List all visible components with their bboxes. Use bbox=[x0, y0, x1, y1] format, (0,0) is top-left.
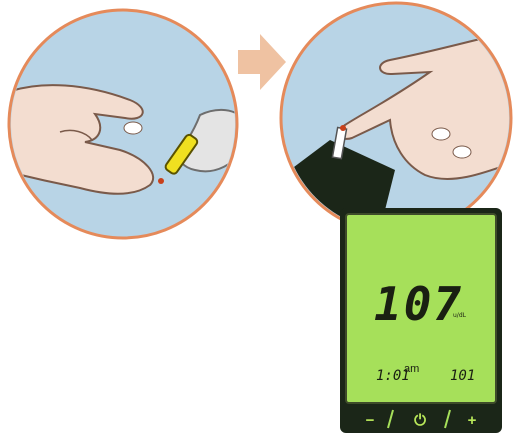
glucose-reading: 107 bbox=[374, 282, 458, 326]
reading-unit: u/dL bbox=[453, 312, 466, 319]
right-step-panel bbox=[281, 3, 520, 235]
plus-button[interactable]: + bbox=[450, 411, 494, 429]
blood-drop bbox=[158, 178, 164, 184]
arrow-right-icon bbox=[238, 34, 286, 90]
ampm-indicator: am bbox=[404, 363, 419, 375]
minus-button[interactable]: − bbox=[348, 411, 392, 429]
power-button[interactable]: ⏻ bbox=[398, 411, 442, 429]
left-step-panel bbox=[0, 10, 249, 238]
memory-display: 101 bbox=[450, 368, 475, 384]
power-icon: ⏻ bbox=[414, 412, 426, 429]
meter-display: 107 u/dL 1:01 am 101 − ⏻ + bbox=[340, 208, 502, 433]
